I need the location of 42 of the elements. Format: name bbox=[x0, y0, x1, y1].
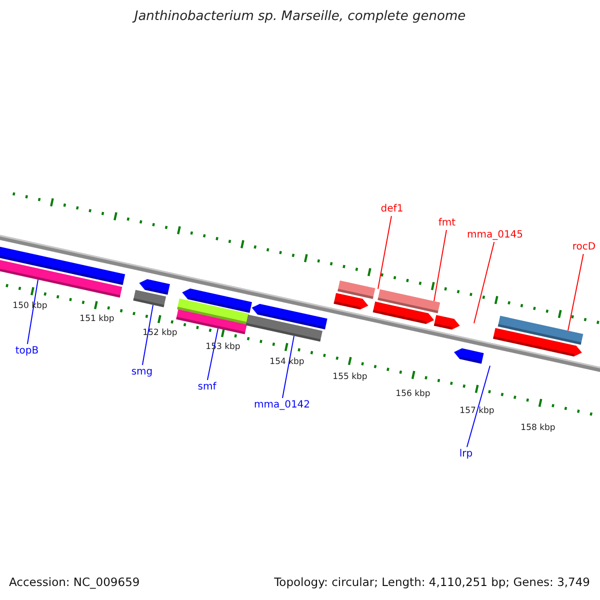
position-label: 157 kbp bbox=[460, 406, 494, 416]
gene-label: rocD bbox=[572, 240, 596, 254]
genome-summary-text: Topology: circular; Length: 4,110,251 bp; Genes: 3,749 bbox=[274, 575, 590, 589]
gene-feature bbox=[434, 314, 460, 330]
gene-bar bbox=[133, 290, 166, 308]
gene-bar bbox=[378, 289, 440, 314]
gene-feature bbox=[454, 348, 484, 364]
gene-label: def1 bbox=[380, 202, 404, 216]
gene-bar bbox=[338, 280, 376, 299]
leader-line bbox=[568, 254, 584, 332]
gene-bar bbox=[0, 258, 122, 298]
accession-text: Accession: NC_009659 bbox=[9, 575, 140, 589]
gene-label: mma_0142 bbox=[254, 398, 310, 412]
leader-line bbox=[434, 230, 447, 302]
gene-feature bbox=[493, 328, 582, 356]
leader-line bbox=[474, 242, 495, 324]
position-label: 151 kbp bbox=[80, 314, 114, 324]
gene-feature bbox=[252, 304, 328, 330]
gene-label: fmt bbox=[438, 216, 456, 230]
leader-line bbox=[26, 279, 38, 344]
leader-line bbox=[466, 365, 490, 448]
position-label: 154 kbp bbox=[270, 357, 304, 367]
gene-bar bbox=[176, 308, 248, 334]
gene-label: smf bbox=[198, 380, 216, 394]
gene-label: smg bbox=[131, 366, 153, 378]
gene-feature bbox=[334, 292, 368, 310]
gene-bar bbox=[0, 244, 126, 285]
gene-feature bbox=[182, 288, 252, 313]
position-label: 155 kbp bbox=[332, 372, 368, 382]
map-title: Janthinobacterium sp. Marseille, complete genome bbox=[131, 9, 467, 24]
gene-bar bbox=[177, 298, 250, 324]
gene-feature bbox=[372, 302, 434, 324]
position-label: 158 kbp bbox=[520, 423, 556, 433]
position-label: 156 kbp bbox=[396, 389, 430, 399]
gene-bar bbox=[246, 314, 322, 342]
gene-label: mma_0145 bbox=[466, 228, 524, 242]
gene-feature bbox=[139, 279, 170, 295]
leader-line bbox=[282, 335, 294, 398]
gene-label: lrp bbox=[459, 448, 473, 460]
gene-label: topB bbox=[15, 344, 39, 358]
leader-line bbox=[378, 216, 392, 290]
gene-bar bbox=[498, 316, 584, 345]
